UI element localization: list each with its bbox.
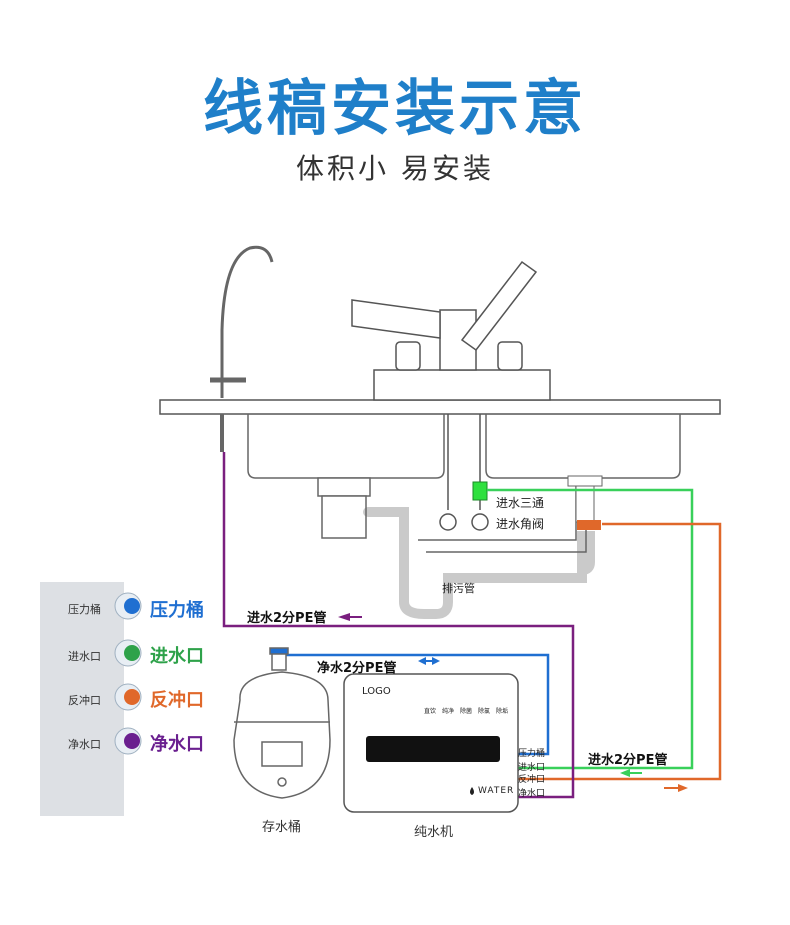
kitchen-faucet xyxy=(351,260,551,401)
port-inlet-icon xyxy=(114,639,142,667)
machine-port-inlet: 进水口 xyxy=(518,763,546,773)
machine-brand: WATER xyxy=(478,786,515,796)
port-panel xyxy=(40,582,142,816)
machine-port-backflush: 反冲口 xyxy=(518,775,546,785)
page-subtitle: 体积小 易安装 xyxy=(296,152,494,185)
panel-label-pressure: 压力桶 xyxy=(68,603,101,616)
countertop xyxy=(159,399,721,415)
angle-valve-label: 进水角阀 xyxy=(496,517,545,531)
inlet-pipe-label-right: 进水2分PE管 xyxy=(588,753,668,768)
angle-valves xyxy=(439,414,489,531)
tank-caption: 存水桶 xyxy=(262,820,302,835)
machine-button-label-1: 直饮 xyxy=(424,708,437,715)
purifier-faucet xyxy=(210,245,274,452)
tank-pipe-blue xyxy=(282,653,550,756)
purifier-machine xyxy=(343,673,519,813)
inlet-pipe-label-top: 进水2分PE管 xyxy=(247,611,327,626)
machine-logo: LOGO xyxy=(362,686,391,697)
port-pure-icon xyxy=(114,727,142,755)
port-label-backflush: 反冲口 xyxy=(150,690,204,711)
tee-fitting xyxy=(472,481,488,501)
machine-port-pressure: 压力桶 xyxy=(518,749,546,759)
garbage-disposer xyxy=(317,477,371,539)
drain-label: 排污管 xyxy=(442,582,475,595)
port-backflush-icon xyxy=(114,683,142,711)
machine-button-label-4: 除氯 xyxy=(478,708,491,715)
machine-port-pure: 净水口 xyxy=(518,789,546,799)
inlet-pipe-green xyxy=(487,488,694,770)
drain-pipe xyxy=(363,507,595,619)
flow-arrows xyxy=(338,613,688,792)
panel-label-inlet: 进水口 xyxy=(68,650,101,663)
machine-button-label-5: 除垢 xyxy=(496,708,509,715)
storage-tank xyxy=(233,647,331,799)
panel-label-backflush: 反冲口 xyxy=(68,694,101,707)
sink-basin-left xyxy=(247,414,445,479)
machine-button-label-2: 纯净 xyxy=(442,708,455,715)
machine-caption: 纯水机 xyxy=(414,825,454,840)
port-label-pure: 净水口 xyxy=(150,734,204,755)
panel-label-pure: 净水口 xyxy=(68,738,101,751)
tee-label: 进水三通 xyxy=(496,496,545,510)
sink-basin-right xyxy=(485,414,681,479)
backflush-pipe-orange xyxy=(516,522,722,781)
pure-pipe-purple xyxy=(222,452,575,799)
port-label-pressure-tank: 压力桶 xyxy=(150,600,204,621)
drain-saddle xyxy=(577,520,601,530)
port-label-inlet: 进水口 xyxy=(150,646,204,667)
page-title: 线稿安装示意 xyxy=(203,74,587,144)
port-pressure-tank-icon xyxy=(114,592,142,620)
pure-pipe-label: 净水2分PE管 xyxy=(317,661,397,676)
machine-button-label-3: 除菌 xyxy=(460,708,473,715)
